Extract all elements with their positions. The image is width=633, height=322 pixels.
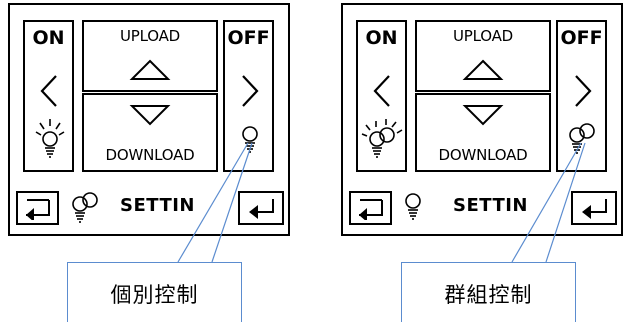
back-button[interactable] xyxy=(16,191,59,225)
off-label: OFF xyxy=(227,27,270,49)
off-label: OFF xyxy=(560,27,603,49)
callout-text: 個別控制 xyxy=(110,283,199,307)
single-bulb-icon xyxy=(405,193,421,220)
left-arrow-icon xyxy=(373,75,390,107)
lit-bulb-icon xyxy=(35,119,65,158)
back-arrow-icon xyxy=(26,199,50,220)
double-bulb-icon xyxy=(72,192,98,223)
on-label: ON xyxy=(365,27,398,49)
left-arrow-icon xyxy=(40,75,57,107)
on-panel[interactable]: ON xyxy=(23,20,74,172)
down-triangle-icon xyxy=(129,105,171,126)
callout-individual-control: 個別控制 xyxy=(67,262,242,322)
upload-label: UPLOAD xyxy=(119,27,180,45)
setting-label: SETTIN xyxy=(453,195,528,216)
enter-arrow-icon xyxy=(582,199,607,219)
callout-group-control: 群組控制 xyxy=(401,262,576,322)
on-panel[interactable]: ON xyxy=(356,20,407,172)
lcd-screen-group: ON UPLOAD DOWNLOAD OFF xyxy=(341,3,623,236)
right-arrow-icon xyxy=(242,75,259,107)
download-label: DOWNLOAD xyxy=(105,146,195,164)
lit-double-bulb-icon xyxy=(361,119,403,158)
single-bulb-icon xyxy=(242,126,258,153)
off-panel[interactable]: OFF xyxy=(223,20,274,172)
upload-button[interactable]: UPLOAD xyxy=(415,20,551,92)
download-button[interactable]: DOWNLOAD xyxy=(82,93,218,172)
off-panel[interactable]: OFF xyxy=(556,20,607,172)
upload-label: UPLOAD xyxy=(452,27,513,45)
back-button[interactable] xyxy=(349,191,392,225)
upload-button[interactable]: UPLOAD xyxy=(82,20,218,92)
back-arrow-icon xyxy=(359,199,383,220)
enter-button[interactable] xyxy=(571,191,617,225)
down-triangle-icon xyxy=(462,105,504,126)
setting-label: SETTIN xyxy=(120,195,195,216)
up-triangle-icon xyxy=(129,59,171,80)
right-arrow-icon xyxy=(575,75,592,107)
up-triangle-icon xyxy=(462,59,504,80)
callout-text: 群組控制 xyxy=(444,283,533,307)
on-label: ON xyxy=(32,27,65,49)
lcd-screen-individual: ON UPLOAD DOWNLOAD OFF xyxy=(8,3,290,236)
download-label: DOWNLOAD xyxy=(438,146,528,164)
enter-button[interactable] xyxy=(238,191,284,225)
download-button[interactable]: DOWNLOAD xyxy=(415,93,551,172)
enter-arrow-icon xyxy=(249,199,274,219)
double-bulb-icon xyxy=(569,123,595,154)
